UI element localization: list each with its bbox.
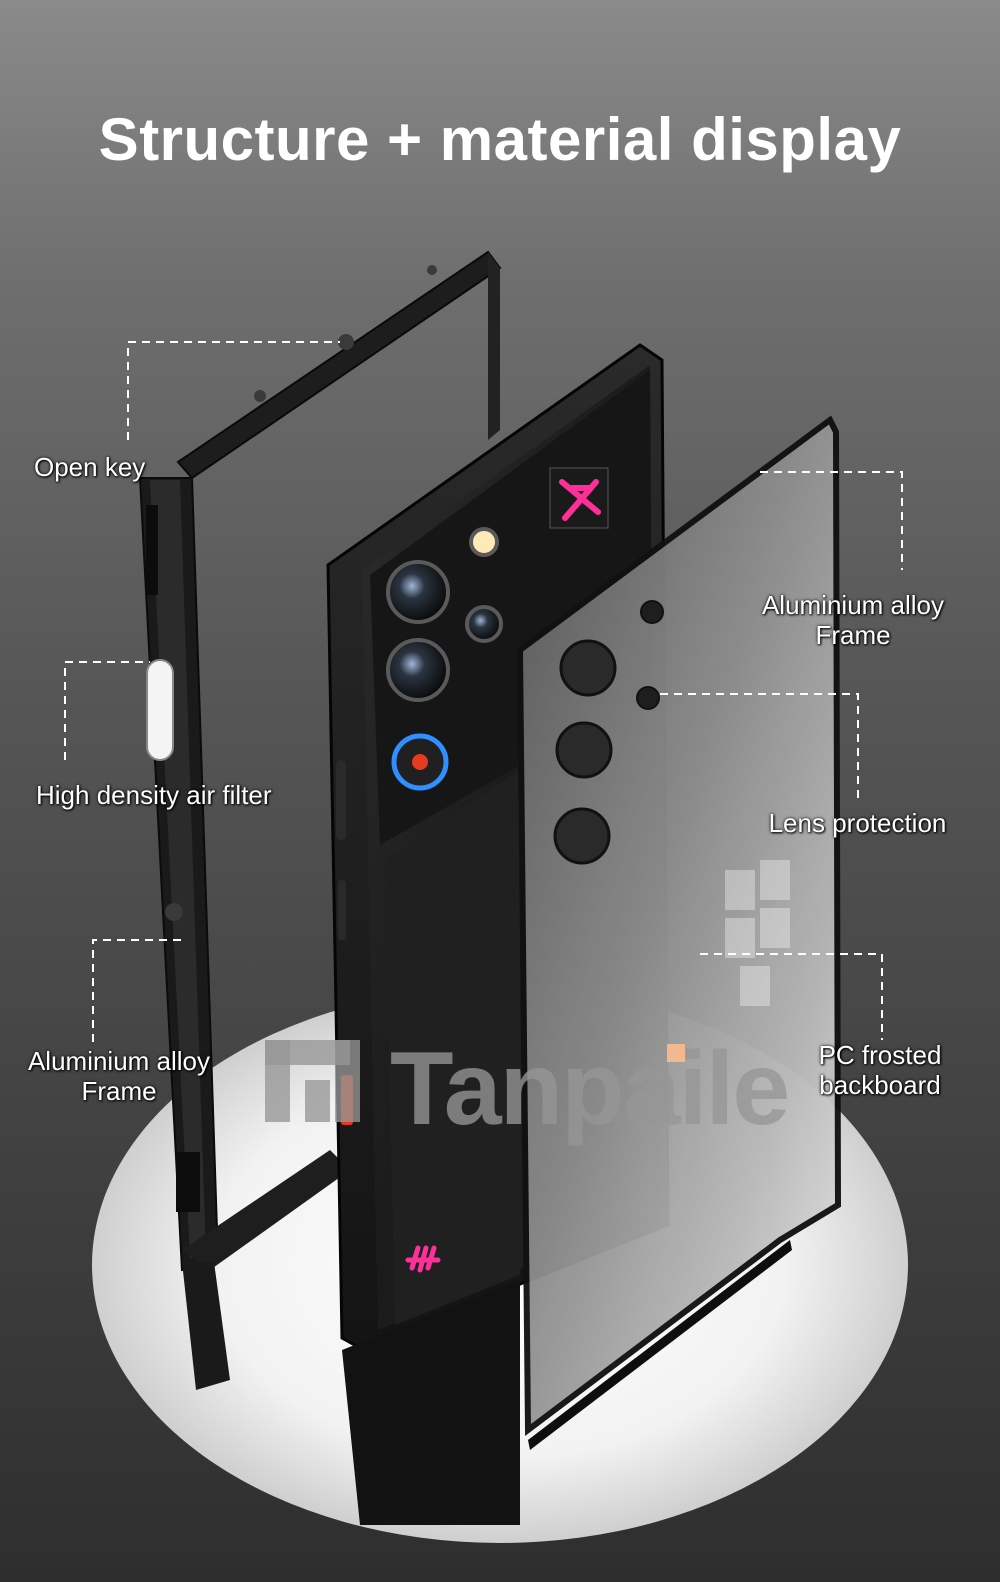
label-open-key: Open key: [34, 452, 146, 482]
watermark-accent: [667, 1044, 685, 1062]
label-aluminium-frame-left: Aluminium alloy Frame: [27, 1046, 211, 1106]
label-lens-protection: Lens protection: [768, 808, 947, 838]
label-air-filter: High density air filter: [36, 780, 272, 810]
watermark-logo-icon: [265, 1040, 360, 1122]
watermark: Tanpaile: [265, 1031, 790, 1147]
left-frame: [138, 250, 502, 1390]
page-title: Structure + material display: [98, 106, 902, 173]
label-aluminium-frame-right: Aluminium alloy Frame: [761, 590, 945, 650]
callout-lines: [64, 341, 903, 1042]
watermark-text: Tanpaile: [390, 1031, 790, 1147]
label-pc-backboard: PC frosted backboard: [818, 1040, 942, 1100]
pc-backboard: [516, 415, 842, 1450]
